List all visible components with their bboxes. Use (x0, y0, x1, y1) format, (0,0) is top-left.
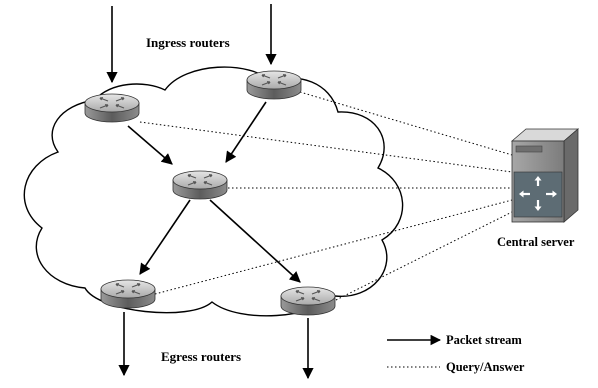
router-icon (172, 170, 228, 200)
query-answer-links (139, 91, 513, 301)
router-icon (280, 286, 336, 316)
server-label: Central server (497, 235, 575, 249)
egress-label: Egress routers (161, 349, 241, 364)
legend-packet-stream: Packet stream (446, 333, 522, 347)
legend: Packet stream Query/Answer (387, 333, 525, 374)
server-icon (510, 128, 580, 223)
router-icon (84, 93, 140, 123)
router-icon (100, 279, 156, 309)
packet-stream-arrows (106, 4, 314, 380)
legend-query-answer: Query/Answer (446, 360, 525, 374)
ingress-label: Ingress routers (146, 35, 230, 50)
router-icon (246, 70, 302, 100)
